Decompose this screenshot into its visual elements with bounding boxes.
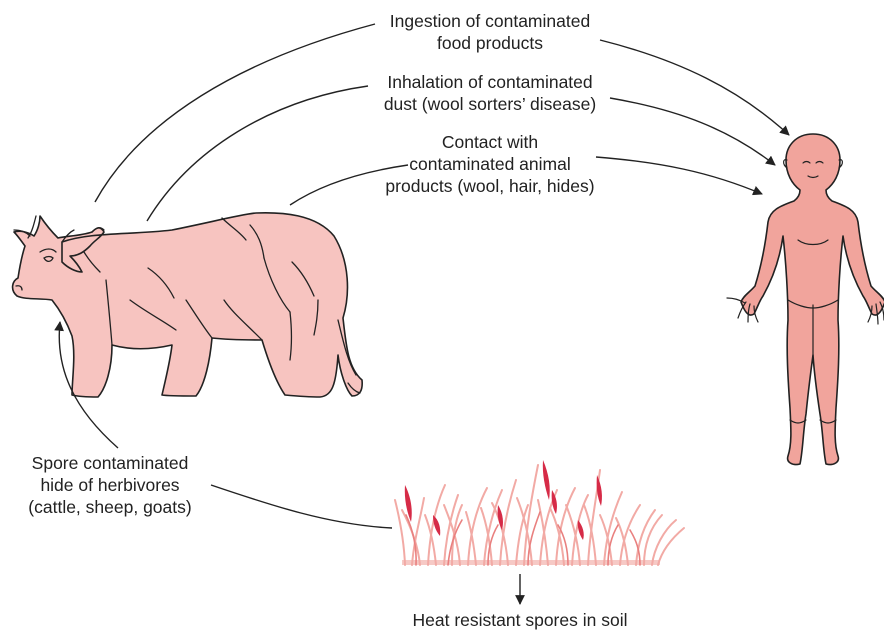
label-ingestion: Ingestion of contaminated food products [360, 10, 620, 54]
label-spore-hide-line3: (cattle, sheep, goats) [10, 496, 210, 518]
spore-hide-to-soil-line [211, 485, 392, 528]
label-ingestion-line1: Ingestion of contaminated [360, 10, 620, 32]
label-spore-hide-line1: Spore contaminated [10, 452, 210, 474]
label-soil-text: Heat resistant spores in soil [395, 609, 645, 631]
human-figure [727, 134, 884, 465]
ingestion-arrow [600, 40, 789, 135]
grass-with-spores [395, 460, 684, 565]
ingestion-line [95, 24, 375, 202]
label-soil: Heat resistant spores in soil [395, 609, 645, 631]
label-inhalation-line2: dust (wool sorters’ disease) [356, 93, 624, 115]
label-inhalation-line1: Inhalation of contaminated [356, 71, 624, 93]
inhalation-line [147, 86, 368, 221]
label-contact-line3: products (wool, hair, hides) [360, 175, 620, 197]
label-ingestion-line2: food products [360, 32, 620, 54]
label-contact-line1: Contact with [360, 131, 620, 153]
label-contact-line2: contaminated animal [360, 153, 620, 175]
label-contact: Contact with contaminated animal product… [360, 131, 620, 197]
inhalation-arrow [610, 98, 775, 165]
label-spore-hide: Spore contaminated hide of herbivores (c… [10, 452, 210, 518]
cow [13, 213, 363, 397]
label-spore-hide-line2: hide of herbivores [10, 474, 210, 496]
label-inhalation: Inhalation of contaminated dust (wool so… [356, 71, 624, 115]
contact-arrow [596, 157, 762, 194]
